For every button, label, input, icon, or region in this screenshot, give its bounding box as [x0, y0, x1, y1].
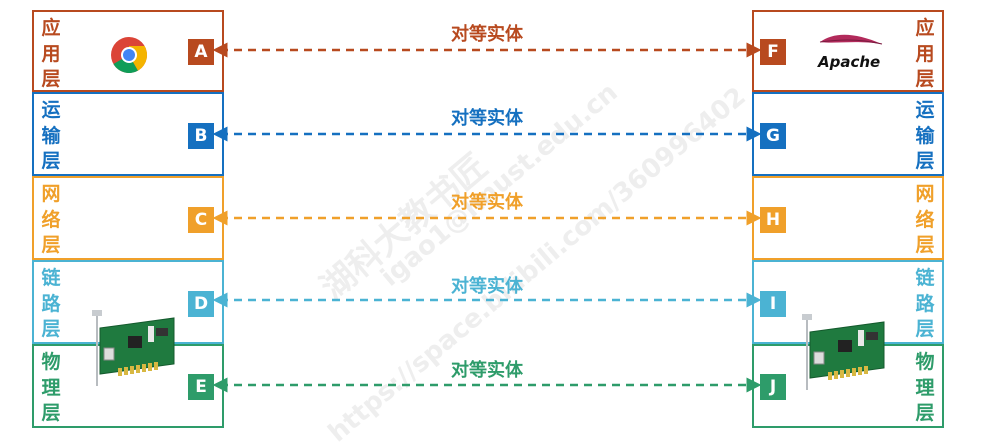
right-network-layer-name: 网 络 层: [915, 183, 935, 256]
left-application-layer: 应 用 层 A: [32, 10, 224, 92]
left-network-layer-name: 网 络 层: [41, 183, 61, 256]
tag-e: E: [188, 374, 214, 400]
apache-text: Apache: [818, 53, 881, 71]
right-network-layer: H 网 络 层: [752, 176, 944, 260]
right-physical-layer-name: 物 理 层: [915, 351, 935, 424]
left-transport-layer-name: 运 输 层: [41, 99, 61, 172]
left-transport-layer: 运 输 层 B: [32, 92, 224, 176]
chrome-logo-icon: [111, 37, 148, 74]
peer-label-network: 对等实体: [451, 192, 523, 213]
tag-j: J: [760, 374, 786, 400]
tag-f: F: [760, 39, 786, 65]
peer-arrows: [212, 42, 762, 393]
right-application-layer-name: 应 用 层: [915, 17, 935, 90]
apache-feather-icon: [819, 34, 883, 45]
right-transport-layer-name: 运 输 层: [915, 99, 935, 172]
tag-g: G: [760, 123, 786, 149]
peer-label-application: 对等实体: [451, 24, 523, 45]
tag-h: H: [760, 207, 786, 233]
tag-a: A: [188, 39, 214, 65]
right-link-layer: I 链 路 层: [752, 260, 944, 344]
left-physical-layer-name: 物 理 层: [41, 351, 61, 424]
right-application-layer: F Apache 应 用 层: [752, 10, 944, 92]
right-transport-layer: G 运 输 层: [752, 92, 944, 176]
peer-label-transport: 对等实体: [451, 108, 523, 129]
peer-label-physical: 对等实体: [451, 360, 523, 381]
left-link-layer-name: 链 路 层: [41, 267, 61, 340]
tag-c: C: [188, 207, 214, 233]
peer-label-link: 对等实体: [451, 276, 523, 297]
right-link-layer-name: 链 路 层: [915, 267, 935, 340]
network-card-icon: [802, 314, 885, 390]
network-card-icon: [92, 310, 175, 386]
left-application-layer-name: 应 用 层: [41, 17, 61, 90]
tag-b: B: [188, 123, 214, 149]
tag-i: I: [760, 291, 786, 317]
tag-d: D: [188, 291, 214, 317]
